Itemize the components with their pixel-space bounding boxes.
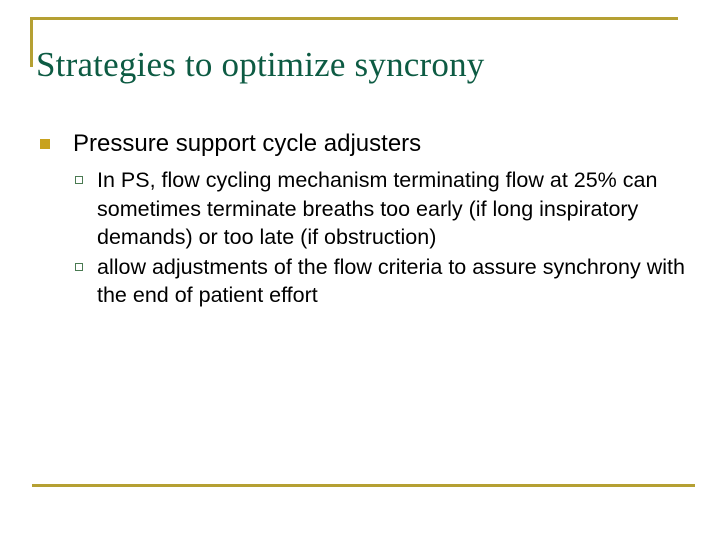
- bullet-level2-item: allow adjustments of the flow criteria t…: [36, 253, 696, 310]
- bottom-horizontal-rule: [32, 484, 695, 487]
- left-vertical-rule: [30, 17, 33, 67]
- bullet-level2-label: allow adjustments of the flow criteria t…: [97, 254, 685, 308]
- hollow-square-bullet-icon: [75, 176, 83, 184]
- filled-square-bullet-icon: [40, 139, 50, 149]
- bullet-level2-list: In PS, flow cycling mechanism terminatin…: [36, 166, 696, 310]
- bullet-level2-label: In PS, flow cycling mechanism terminatin…: [97, 168, 658, 249]
- slide-body: Pressure support cycle adjusters In PS, …: [36, 128, 696, 311]
- top-horizontal-rule: [30, 17, 678, 20]
- hollow-square-bullet-icon: [75, 262, 83, 271]
- bullet-level1-item: Pressure support cycle adjusters: [36, 128, 696, 160]
- slide-title: Strategies to optimize syncrony: [36, 45, 485, 84]
- bullet-level2-item: In PS, flow cycling mechanism terminatin…: [36, 166, 696, 252]
- bullet-level1-label: Pressure support cycle adjusters: [73, 130, 422, 157]
